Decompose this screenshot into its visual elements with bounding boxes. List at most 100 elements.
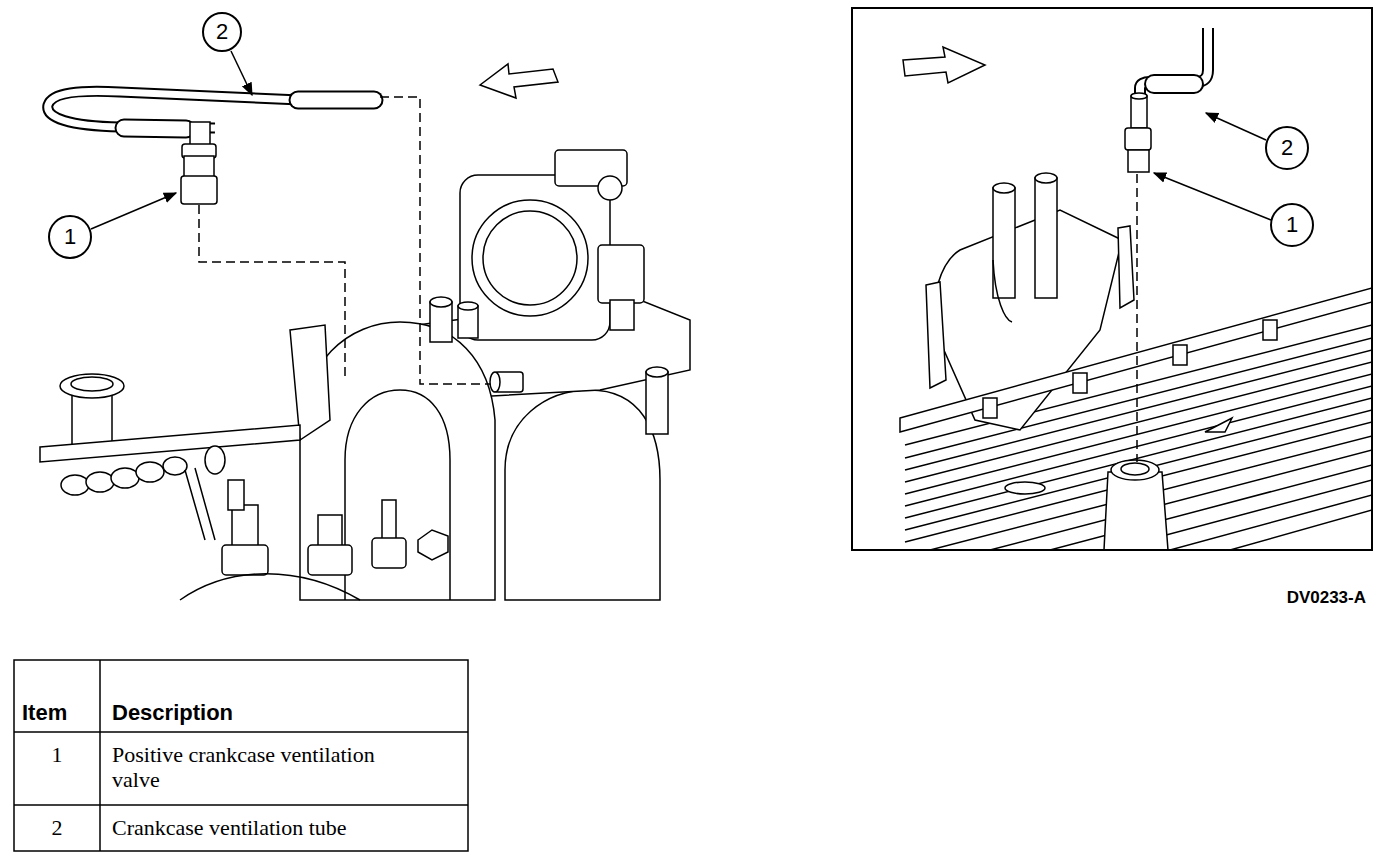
parts-table [14, 804, 468, 806]
intake-runner [505, 390, 660, 600]
vacuum-port [430, 297, 452, 307]
detail-frame [852, 8, 1372, 550]
crankcase-ventilation-tube [48, 91, 378, 128]
sensor [308, 545, 352, 575]
pcv-valve [1131, 96, 1147, 128]
callout-circle: 2 [1265, 126, 1309, 170]
throttle-body [460, 175, 610, 340]
crankcase-ventilation-tube [1154, 74, 1194, 94]
pcv-valve [184, 156, 214, 178]
vacuum-port [458, 302, 478, 310]
intake-runner [345, 390, 450, 600]
bracket [926, 282, 946, 388]
valve-cover [1111, 460, 1159, 480]
crankcase-ventilation-tube [1140, 28, 1208, 100]
table-cell: 1 [20, 742, 94, 767]
pcv-valve [1125, 93, 1151, 172]
sensor-connector [610, 300, 634, 330]
parts-table [14, 731, 468, 733]
pcv-valve [1125, 128, 1151, 150]
bracket [290, 325, 330, 440]
crankcase-ventilation-tube [48, 91, 378, 128]
injector [1173, 345, 1187, 365]
throttle-position-sensor [598, 245, 644, 303]
injector [1073, 373, 1087, 393]
pcv-valve [181, 176, 217, 204]
leader-line [1154, 173, 1271, 220]
intake-runner [300, 322, 495, 600]
sensor [372, 538, 406, 568]
wiring-harness [163, 457, 187, 475]
engine-outline [180, 574, 360, 600]
installation-line [1136, 174, 1138, 462]
crankcase-ventilation-tube [1154, 76, 1194, 92]
tube-fitting [490, 372, 500, 392]
table-cell: Positive crankcase ventilation valve [112, 742, 412, 793]
valve-cover [1104, 472, 1168, 549]
throttle-bore [472, 200, 588, 316]
callout-number: 1 [64, 226, 76, 248]
vacuum-port [1035, 178, 1057, 298]
bracket [1118, 226, 1134, 308]
crankcase-ventilation-tube [124, 128, 186, 129]
table-header: Item [22, 700, 96, 725]
callout-circle: 1 [48, 215, 92, 259]
vacuum-port [646, 372, 668, 434]
callout-circle: 2 [202, 12, 242, 52]
callout-number: 1 [1286, 214, 1298, 236]
valve-cover [1005, 482, 1045, 494]
injector [983, 398, 997, 418]
vacuum-port [993, 183, 1015, 193]
vacuum-port [1035, 173, 1057, 183]
fuel-rail [900, 288, 1371, 432]
crankcase-ventilation-tube [1140, 28, 1208, 100]
sensor [382, 500, 396, 540]
sensor [205, 446, 448, 575]
valve-cover [1205, 418, 1232, 432]
leader-line [91, 193, 176, 229]
vacuum-port [993, 260, 1012, 322]
crankcase-ventilation-tube [298, 93, 374, 108]
wiring-harness [61, 457, 215, 540]
table-header: Description [112, 700, 452, 725]
vacuum-port [458, 306, 478, 338]
valve-cover [1121, 463, 1149, 475]
direction-arrow [480, 64, 558, 98]
fitting [598, 176, 622, 200]
table-cell: 2 [20, 815, 94, 840]
callout-circle: 1 [1270, 203, 1314, 247]
engine-detail [900, 28, 1371, 549]
parts-table [99, 660, 101, 851]
throttle-bore [483, 211, 577, 305]
vacuum-port [993, 188, 1015, 298]
installation-line [199, 205, 345, 380]
pcv-valve [1128, 150, 1149, 172]
oil-filler-cap [71, 377, 113, 391]
pcv-valve [190, 122, 210, 146]
pcv-valve [1131, 93, 1147, 99]
crankcase-ventilation-tube [298, 91, 374, 110]
parts-table [14, 660, 468, 851]
pcv-valve [181, 122, 217, 204]
wiring-harness [185, 468, 215, 540]
wiring-harness [86, 472, 114, 492]
installation-line [380, 97, 490, 384]
wiring-harness [61, 475, 89, 495]
table-cell: Crankcase ventilation tube [112, 815, 452, 840]
sensor [205, 446, 225, 474]
wiring-harness [136, 462, 164, 482]
oil-filler-cap [60, 374, 124, 398]
crankcase-ventilation-tube [124, 128, 186, 129]
wiring-harness [111, 468, 139, 488]
figure-code: DV0233-A [1200, 588, 1366, 608]
callout-number: 2 [1281, 137, 1293, 159]
sensor [228, 480, 244, 510]
sensor [222, 545, 268, 575]
crankcase-ventilation-tube [48, 91, 378, 129]
crankcase-ventilation-tube [1140, 28, 1208, 100]
parts-table [14, 660, 468, 851]
sensor [418, 530, 448, 560]
sensor [232, 505, 258, 550]
